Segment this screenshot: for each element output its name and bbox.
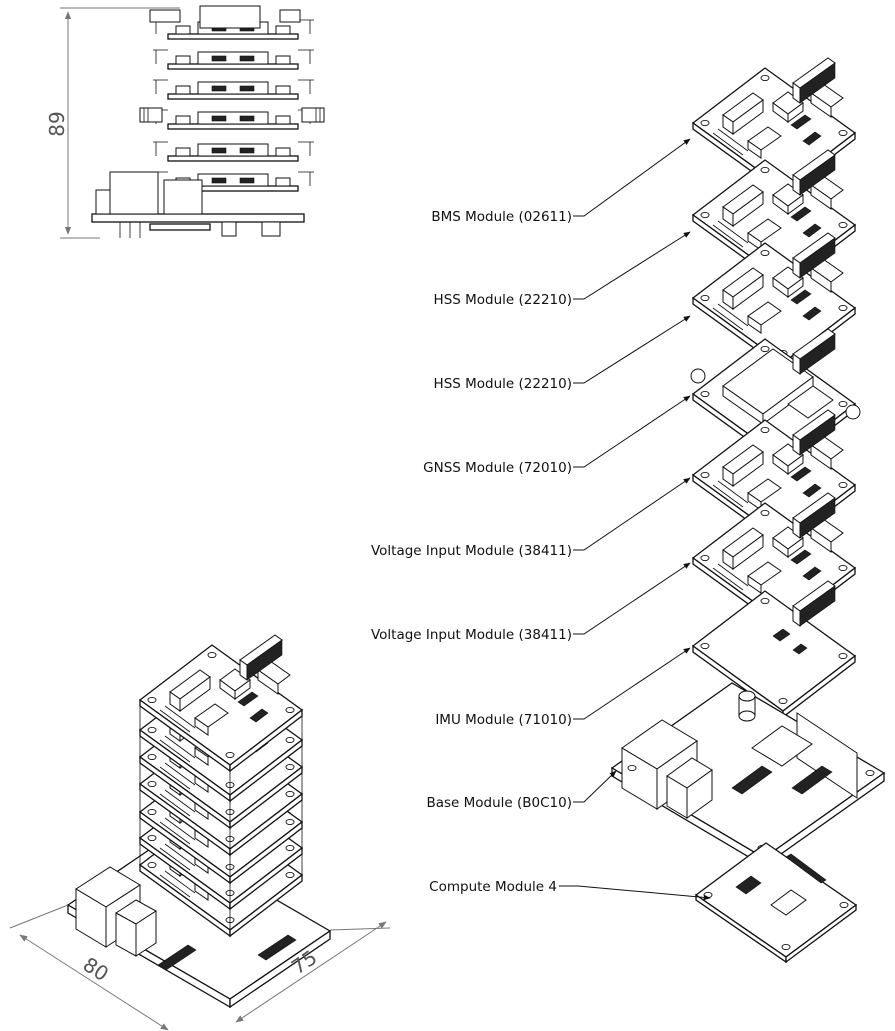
label-hss-module-2: HSS Module (22210): [434, 376, 572, 392]
label-compute-module: Compute Module 4: [429, 879, 557, 895]
exploded-stack: [610, 57, 886, 964]
label-voltage-input-module-1: Voltage Input Module (38411): [371, 543, 572, 559]
label-hss-module-1: HSS Module (22210): [434, 292, 572, 308]
leader-lines: [559, 138, 711, 901]
label-imu-module: IMU Module (71010): [435, 712, 572, 728]
label-bms-module: BMS Module (02611): [431, 209, 572, 225]
width-value: 80: [79, 952, 113, 986]
height-value: 89: [45, 111, 69, 136]
height-dimension: 89: [45, 7, 180, 239]
assembled-view: [66, 634, 332, 1009]
module-labels: BMS Module (02611) HSS Module (22210) HS…: [371, 209, 572, 895]
label-voltage-input-module-2: Voltage Input Module (38411): [371, 627, 572, 643]
side-view: [91, 5, 325, 238]
label-base-module: Base Module (B0C10): [426, 795, 572, 811]
label-gnss-module: GNSS Module (72010): [423, 460, 572, 476]
